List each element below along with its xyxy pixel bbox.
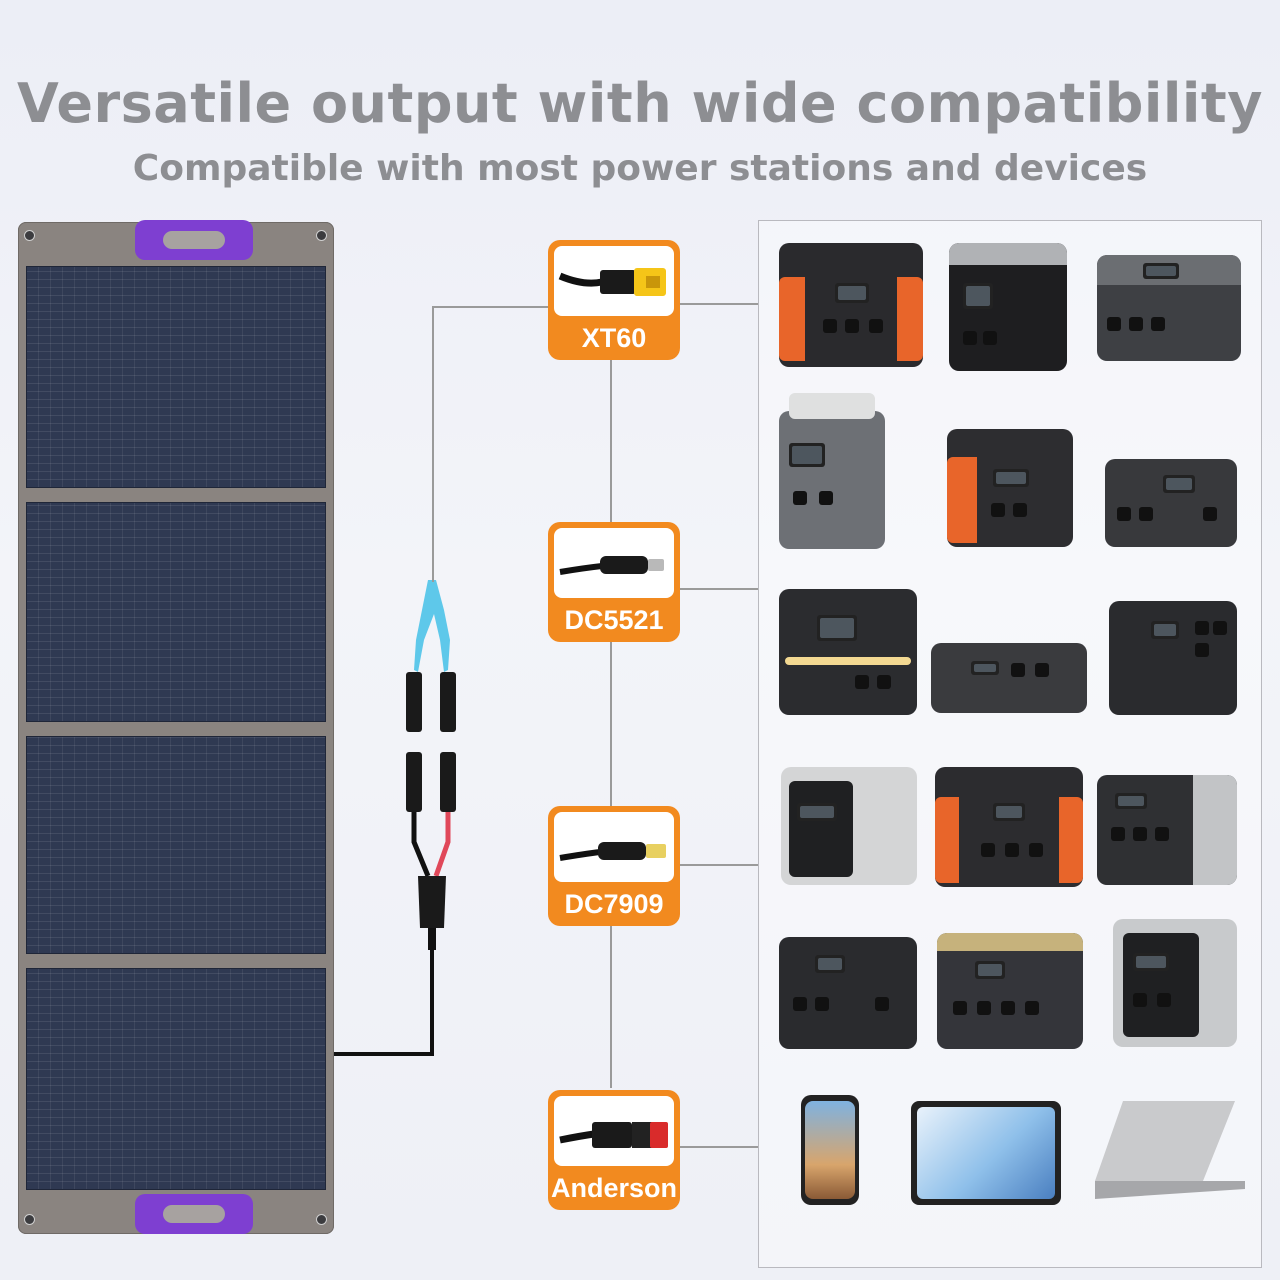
grommet-icon bbox=[316, 230, 327, 241]
tablet bbox=[911, 1101, 1061, 1205]
output-cable bbox=[430, 940, 434, 1056]
connector-label: Anderson bbox=[550, 1173, 677, 1203]
output-cable bbox=[334, 1052, 434, 1056]
anderson-connector-icon bbox=[559, 1122, 668, 1148]
power-station bbox=[781, 767, 917, 885]
power-station bbox=[1113, 919, 1237, 1047]
y-cable-blue bbox=[414, 580, 450, 672]
power-station bbox=[779, 393, 885, 549]
smartphone bbox=[801, 1095, 859, 1205]
solar-panel bbox=[18, 220, 334, 1234]
connector-label: DC5521 bbox=[564, 605, 664, 635]
mc4-connector bbox=[406, 672, 422, 732]
power-station bbox=[1097, 775, 1237, 885]
solar-cell-panel bbox=[26, 502, 326, 722]
mc4-connector bbox=[440, 672, 456, 732]
xt60-connector-icon bbox=[558, 268, 666, 296]
power-station bbox=[1109, 601, 1237, 715]
compatible-devices-grid bbox=[758, 220, 1262, 1268]
connector-badge-xt60: XT60 bbox=[548, 240, 680, 360]
mc4-connector bbox=[440, 752, 456, 812]
solar-cell-panel bbox=[26, 736, 326, 954]
connector-line bbox=[610, 360, 612, 1088]
connector-line bbox=[680, 864, 758, 866]
power-station bbox=[1105, 459, 1237, 547]
power-station bbox=[949, 243, 1067, 371]
connector-badge-dc5521: DC5521 bbox=[548, 522, 680, 642]
solar-cell-panel bbox=[26, 266, 326, 488]
connector-badge-dc7909: DC7909 bbox=[548, 806, 680, 926]
grommet-icon bbox=[24, 230, 35, 241]
power-station bbox=[779, 589, 917, 715]
connector-line bbox=[680, 588, 758, 590]
connector-label: XT60 bbox=[581, 323, 647, 353]
power-station bbox=[779, 937, 917, 1049]
y-branch-cable bbox=[406, 580, 456, 950]
connector-line bbox=[432, 306, 434, 582]
dc5521-connector-icon bbox=[559, 556, 664, 575]
connector-line bbox=[432, 306, 548, 308]
grommet-icon bbox=[24, 1214, 35, 1225]
grommet-icon bbox=[316, 1214, 327, 1225]
mc4-connector bbox=[406, 752, 422, 812]
top-handle bbox=[135, 220, 253, 260]
dc7909-connector-icon bbox=[559, 842, 666, 861]
solar-cell-panel bbox=[26, 968, 326, 1190]
connector-label: DC7909 bbox=[564, 889, 664, 919]
connector-badge-anderson: Anderson bbox=[548, 1090, 680, 1210]
power-station bbox=[931, 643, 1087, 713]
red-wire bbox=[433, 812, 451, 877]
black-wire bbox=[411, 812, 431, 877]
page-title: Versatile output with wide compatibility bbox=[17, 72, 1263, 135]
y-junction bbox=[418, 876, 446, 928]
power-station bbox=[947, 429, 1073, 547]
connector-line bbox=[680, 1146, 758, 1148]
laptop bbox=[1095, 1101, 1245, 1205]
power-station bbox=[937, 933, 1083, 1049]
power-station bbox=[1097, 255, 1241, 361]
power-station bbox=[935, 767, 1083, 887]
connector-line bbox=[680, 303, 758, 305]
bottom-handle bbox=[135, 1194, 253, 1234]
page-subtitle: Compatible with most power stations and … bbox=[132, 148, 1148, 189]
power-station bbox=[779, 243, 923, 367]
